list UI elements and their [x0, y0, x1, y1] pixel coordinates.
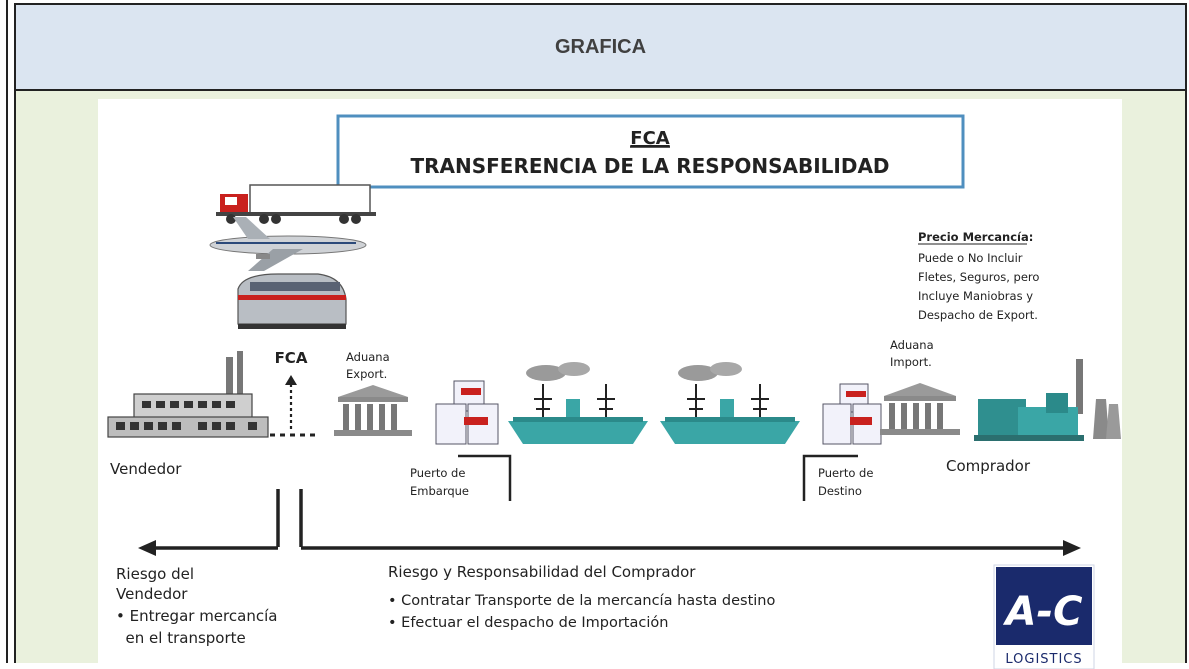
fca-transfer-marker: FCA	[270, 349, 316, 437]
price-note-line: Incluye Maniobras y	[918, 289, 1033, 303]
seller-risk-title: Vendedor	[116, 585, 188, 603]
seller-label: Vendedor	[110, 460, 182, 478]
fca-diagram: FCA TRANSFERENCIA DE LA RESPONSABILIDAD	[107, 114, 1121, 669]
customs-building-icon	[880, 383, 960, 435]
seller-risk-bullet: en el transporte	[116, 629, 246, 647]
customs-export-label: Aduana	[346, 350, 390, 364]
seller-risk: Riesgo del Vendedor • Entregar mercancía…	[116, 565, 277, 647]
left-border-line	[6, 0, 8, 663]
price-note-heading: Precio Mercancía:	[918, 230, 1033, 244]
buyer-risk-bullet: • Contratar Transporte de la mercancía h…	[388, 593, 775, 609]
port-destination-label: Puerto de	[818, 466, 873, 480]
logo-mark: A-C	[1003, 589, 1083, 635]
customs-export: Aduana Export.	[334, 350, 412, 436]
title-box: FCA TRANSFERENCIA DE LA RESPONSABILIDAD	[336, 114, 965, 189]
risk-arrows	[138, 489, 1081, 556]
buyer-risk-bullet: • Efectuar el despacho de Importación	[388, 615, 668, 631]
price-note-line: Fletes, Seguros, pero	[918, 270, 1039, 284]
factory-icon	[107, 351, 269, 438]
port-origin: Puerto de Embarque	[410, 454, 512, 501]
header-title: GRAFICA	[554, 35, 647, 58]
table-content: FCA TRANSFERENCIA DE LA RESPONSABILIDAD	[16, 91, 1185, 669]
price-note-line: Despacho de Export.	[918, 308, 1038, 322]
logo-caption: LOGISTICS	[1005, 652, 1082, 667]
customs-building-icon	[334, 385, 412, 436]
customs-export-label: Export.	[346, 367, 387, 381]
price-note-line: Puede o No Incluir	[918, 251, 1023, 265]
fca-marker-label: FCA	[275, 349, 308, 367]
cargo-boxes-icon	[435, 380, 499, 445]
buyer-risk: Riesgo y Responsabilidad del Comprador •…	[388, 563, 775, 631]
industrial-plant-icon	[974, 359, 1121, 441]
cargo-ship-icon	[508, 362, 648, 444]
table-header: GRAFICA	[16, 5, 1185, 91]
port-destination: Puerto de Destino	[802, 454, 873, 501]
port-origin-label: Puerto de	[410, 466, 465, 480]
ac-logistics-logo: A-C LOGISTICS	[993, 564, 1095, 669]
customs-import: Aduana Import.	[880, 338, 960, 435]
seller-risk-title: Riesgo del	[116, 565, 194, 583]
cargo-boxes-icon	[822, 383, 882, 445]
buyer-risk-title: Riesgo y Responsabilidad del Comprador	[388, 563, 696, 581]
fca-diagram-slide: FCA TRANSFERENCIA DE LA RESPONSABILIDAD	[98, 99, 1122, 669]
buyer-label: Comprador	[946, 457, 1031, 475]
port-destination-label: Destino	[818, 484, 862, 498]
title-line-2: TRANSFERENCIA DE LA RESPONSABILIDAD	[410, 154, 889, 178]
truck-icon	[216, 184, 376, 224]
grafica-table: GRAFICA FCA TRANSFERENCIA DE LA RESPONSA…	[14, 3, 1187, 669]
price-note: Precio Mercancía: Puede o No Incluir Fle…	[918, 230, 1039, 322]
cargo-ship-icon	[660, 362, 800, 444]
customs-import-label: Aduana	[890, 338, 934, 352]
train-icon	[237, 273, 347, 329]
airplane-icon	[209, 217, 367, 271]
port-origin-label: Embarque	[410, 484, 469, 498]
seller-risk-bullet: • Entregar mercancía	[116, 607, 277, 625]
title-line-1: FCA	[630, 128, 670, 149]
customs-import-label: Import.	[890, 355, 932, 369]
